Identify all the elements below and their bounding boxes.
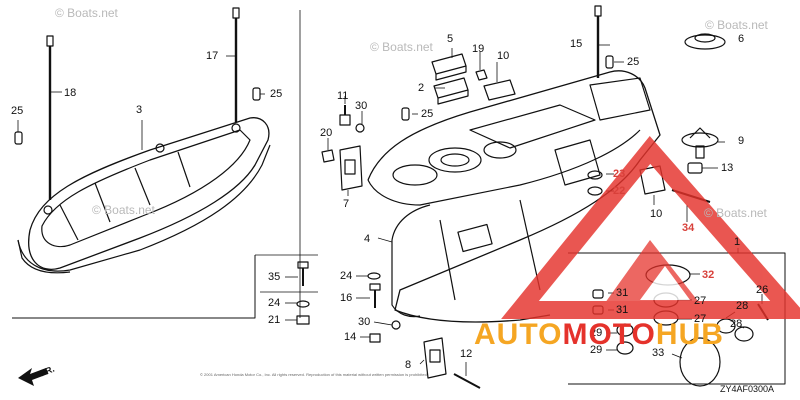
- seal-part-28-b: [734, 326, 754, 342]
- watermark-2: © Boats.net: [370, 40, 433, 54]
- pin-part-25-d: [605, 55, 614, 69]
- callout-28-a: 28: [736, 300, 749, 312]
- callout-27-a: 27: [694, 295, 707, 307]
- callout-25-d: 25: [627, 56, 640, 68]
- watermark-5: © Boats.net: [704, 206, 767, 220]
- callout-19: 19: [472, 43, 485, 55]
- oring-part-23: [587, 170, 603, 180]
- callout-10-a: 10: [497, 50, 510, 62]
- left-bracket: [12, 255, 256, 319]
- callout-29-b: 29: [590, 344, 603, 356]
- automotohub-logo: [501, 136, 800, 319]
- callout-20: 20: [320, 127, 333, 139]
- grommet-part-6: [684, 33, 726, 50]
- callout-26: 26: [756, 284, 769, 296]
- callout-29-a: 29: [590, 327, 603, 339]
- rubber-mount-part-5: [431, 53, 467, 81]
- washer-part-30-b: [391, 320, 401, 330]
- front-arrow-icon: [18, 368, 48, 386]
- callout-34: 34: [682, 222, 695, 234]
- mount-part-10-top: [483, 79, 516, 101]
- callout-3: 3: [136, 104, 143, 116]
- callout-23: 23: [613, 168, 626, 180]
- pin-part-25-c: [401, 107, 410, 121]
- callout-5: 5: [447, 33, 454, 45]
- callout-15: 15: [570, 38, 583, 50]
- bracket-part-8: [423, 337, 447, 379]
- callout-13: 13: [721, 162, 734, 174]
- automotohub-logo-text: AUTOMOTOHUB: [474, 318, 724, 351]
- pin-part-25-a: [14, 131, 23, 145]
- washer-part-30-a: [355, 123, 365, 133]
- bracket-part-7: [339, 145, 363, 191]
- watermark-4: © Boats.net: [92, 203, 155, 217]
- callout-1: 1: [734, 236, 741, 248]
- bolt-part-35: [297, 261, 309, 286]
- fitting-part-13: [687, 162, 703, 174]
- callout-11: 11: [337, 90, 349, 102]
- callout-24-b: 24: [340, 270, 353, 282]
- bolt-part-14: [369, 333, 381, 343]
- callout-35: 35: [268, 271, 281, 283]
- stud-part-17: [232, 7, 240, 122]
- bolt-part-16: [369, 283, 381, 308]
- callout-7: 7: [343, 198, 350, 210]
- callout-12: 12: [460, 348, 473, 360]
- nut-part-21: [296, 315, 310, 325]
- callout-31-b: 31: [616, 304, 629, 316]
- callout-28-b: 28: [730, 318, 743, 330]
- oring-part-22: [587, 186, 603, 196]
- ring-part-33: [679, 337, 721, 387]
- callout-30-a: 30: [355, 100, 368, 112]
- rubber-mount-part-2: [433, 77, 469, 105]
- callout-25-a: 25: [11, 105, 24, 117]
- callout-4: 4: [364, 233, 371, 245]
- callout-16: 16: [340, 292, 353, 304]
- callout-9: 9: [738, 135, 745, 147]
- callout-6: 6: [738, 33, 745, 45]
- callout-25-b: 25: [270, 88, 283, 100]
- pin-part-25-b: [252, 87, 261, 101]
- stud-part-18: [46, 35, 54, 200]
- bolt-part-11: [339, 105, 351, 126]
- bushing-part-29-a: [616, 323, 634, 337]
- callout-8: 8: [405, 359, 412, 371]
- diagram-code: ZY4AF0300A: [720, 384, 775, 394]
- bushing-part-29-b: [616, 341, 634, 355]
- watermark-1: © Boats.net: [55, 6, 118, 20]
- washer-part-24-b: [367, 272, 381, 280]
- nut-part-20: [321, 149, 335, 163]
- callout-31-a: 31: [616, 287, 629, 299]
- callout-2: 2: [418, 82, 425, 94]
- bolt-part-12: [453, 373, 481, 389]
- stud-part-15: [594, 5, 602, 78]
- callout-18: 18: [64, 87, 77, 99]
- callout-24-a: 24: [268, 297, 281, 309]
- callout-30-b: 30: [358, 316, 371, 328]
- washer-part-24-a: [296, 300, 310, 308]
- callout-17: 17: [206, 50, 219, 62]
- callout-10-b: 10: [650, 208, 663, 220]
- callout-14: 14: [344, 331, 357, 343]
- callout-27-b: 27: [694, 313, 707, 325]
- callout-32: 32: [702, 269, 715, 281]
- cap-part-9: [681, 127, 719, 159]
- watermark-3: © Boats.net: [705, 18, 768, 32]
- callout-25-c: 25: [421, 108, 434, 120]
- callout-33: 33: [652, 347, 665, 359]
- copyright-footer: © 2001 American Honda Motor Co., Inc. Al…: [200, 372, 428, 377]
- callout-21: 21: [268, 314, 281, 326]
- seal-part-31-a: [592, 289, 604, 299]
- oil-pan-frame-part-3: [17, 117, 271, 274]
- nut-part-19: [475, 69, 488, 81]
- callout-22: 22: [613, 185, 626, 197]
